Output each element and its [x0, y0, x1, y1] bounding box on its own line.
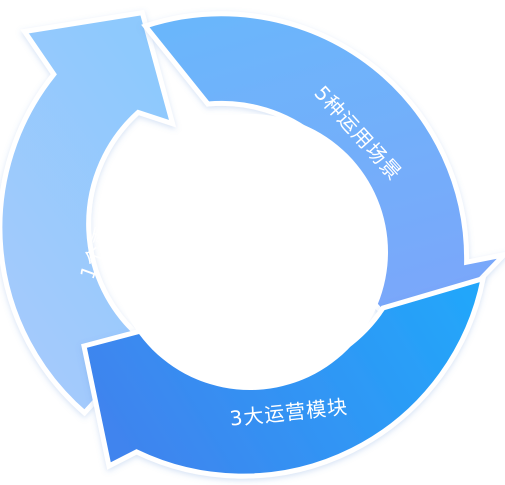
- cycle-center-hole: [112, 114, 388, 390]
- cycle-arrow-1: [0, 9, 177, 417]
